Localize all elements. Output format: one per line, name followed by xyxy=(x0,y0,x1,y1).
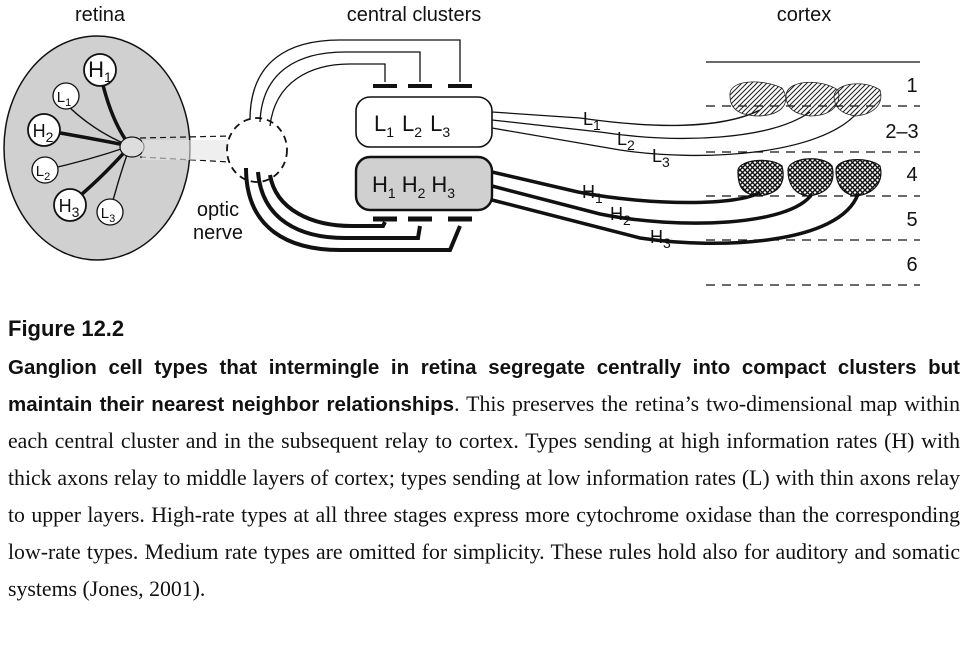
optic-nerve xyxy=(139,117,288,183)
ganglion-cell-H3: H3 xyxy=(53,188,87,222)
cortex-heading: cortex xyxy=(777,4,831,26)
optic-chiasm-circle xyxy=(226,117,288,183)
caption-body-text: . This preserves the retina’s two-dimens… xyxy=(8,392,960,601)
L-relay-axons xyxy=(491,109,859,157)
ganglion-cell-H2: H2 xyxy=(27,113,61,147)
ganglion-cell-L3: L3 xyxy=(96,198,124,226)
thick-axons-to-H-cluster xyxy=(244,167,462,252)
retina-to-cortex-diagram: retina central clusters cortex H1 L1 H2 xyxy=(3,4,920,286)
L1-relay-label: L1 xyxy=(583,109,601,133)
cortex-layer-lines xyxy=(706,61,920,286)
cortex-upper-arbors xyxy=(729,81,882,117)
svg-text:L2: L2 xyxy=(36,163,50,183)
svg-text:H2: H2 xyxy=(33,121,54,145)
H1-relay-label: H1 xyxy=(582,182,603,206)
L3-relay-label: L3 xyxy=(652,146,670,170)
ganglion-cell-H1: H1 xyxy=(83,53,117,87)
figure-caption: Ganglion cell types that intermingle in … xyxy=(8,349,960,608)
thin-axons-to-L-cluster xyxy=(249,39,461,127)
H-relay-axons xyxy=(491,170,860,245)
retina: H1 L1 H2 L2 H3 L3 xyxy=(3,35,191,261)
cortex-layer-4: 4 xyxy=(906,164,917,186)
optic-label: optic xyxy=(197,199,239,221)
svg-text:L1: L1 xyxy=(57,89,71,109)
ganglion-cell-L2: L2 xyxy=(31,156,59,184)
cortex-middle-arbors xyxy=(737,158,882,197)
cortex-layer-6: 6 xyxy=(906,254,917,276)
caption-bold-lead: Ganglion cell types that intermingle in … xyxy=(8,356,960,416)
svg-text:H3: H3 xyxy=(59,196,80,220)
retina-heading: retina xyxy=(75,4,126,26)
L2-relay-label: L2 xyxy=(617,129,635,153)
figure-label: Figure 12.2 xyxy=(8,316,125,341)
central-clusters-heading: central clusters xyxy=(347,4,482,26)
svg-text:H1: H1 xyxy=(88,57,112,85)
H2-relay-label: H2 xyxy=(610,204,631,228)
nerve-label: nerve xyxy=(193,222,243,244)
cortex-layer-5: 5 xyxy=(906,209,917,231)
optic-disc xyxy=(119,136,145,158)
ganglion-cell-L1: L1 xyxy=(52,82,80,110)
H3-relay-label: H3 xyxy=(650,227,671,251)
cortex-layer-1: 1 xyxy=(906,75,917,97)
svg-text:L3: L3 xyxy=(101,205,115,225)
cortex-layer-2-3: 2–3 xyxy=(885,121,918,143)
